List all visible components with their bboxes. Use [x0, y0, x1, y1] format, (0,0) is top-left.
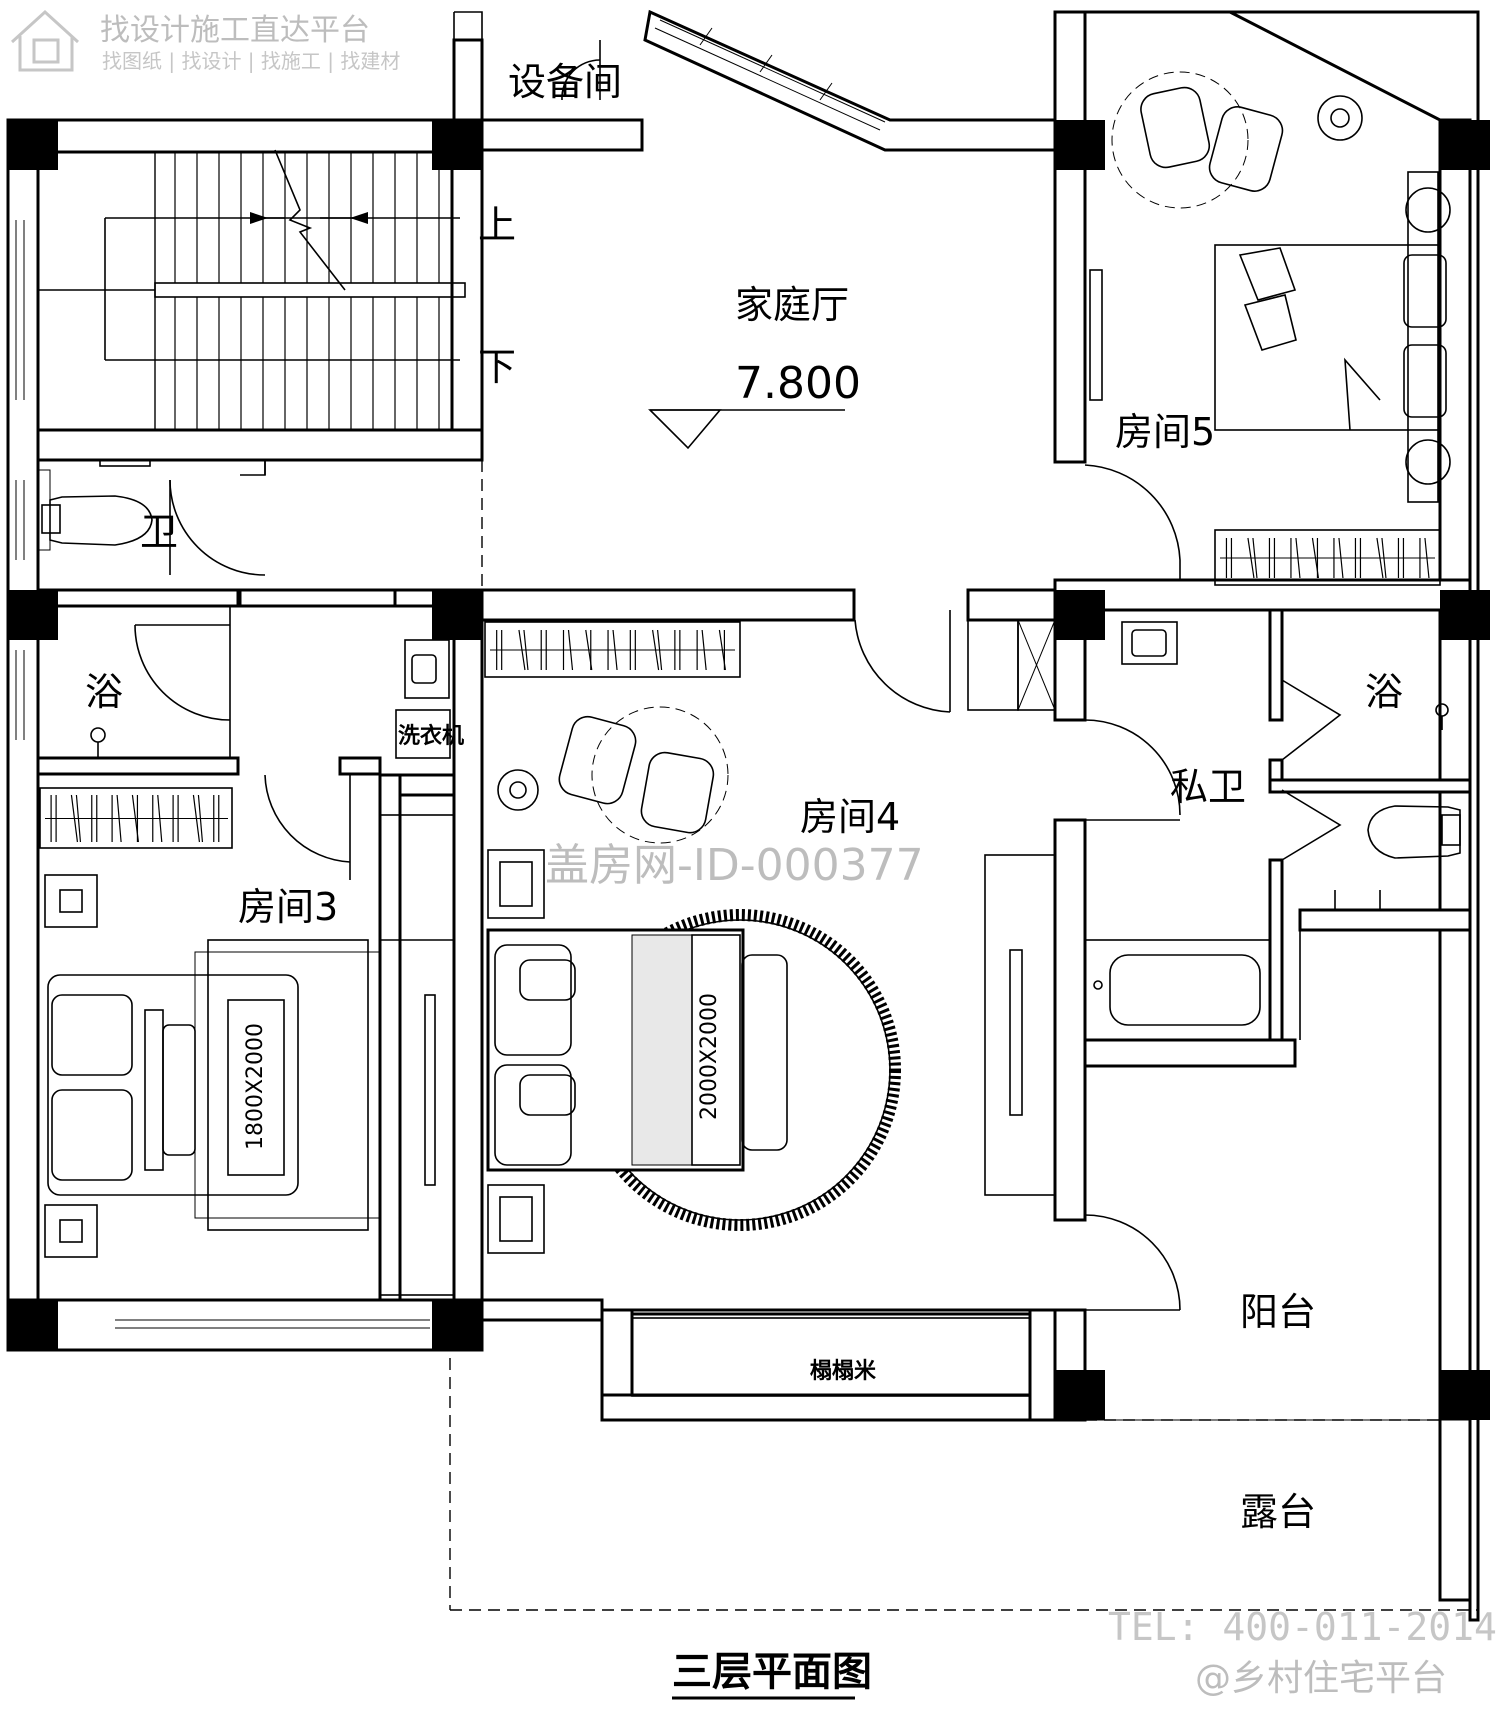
- watermark-tel: TEL: 400-011-2014: [1108, 1605, 1497, 1649]
- room5: 房间5: [1084, 71, 1451, 586]
- label-equipment-room: 设备间: [508, 60, 622, 104]
- laundry-area: 洗衣机: [395, 639, 464, 759]
- equipment-room: 设备间: [452, 38, 622, 122]
- label-room3: 房间3: [238, 885, 338, 929]
- family-hall: 家庭厅 7.800: [481, 283, 861, 590]
- label-terrace: 露台: [1240, 1490, 1316, 1534]
- label-bath-left: 浴: [85, 670, 123, 714]
- outdoor: 阳台 露台: [449, 930, 1478, 1611]
- label-tatami: 榻榻米: [810, 1359, 877, 1384]
- watermark-logo: 找设计施工直达平台 找图纸 | 找设计 | 找施工 | 找建材: [10, 9, 400, 73]
- plan-title: 三层平面图: [672, 1649, 872, 1695]
- staircase: 上 下: [38, 149, 516, 430]
- elevation-value: 7.800: [735, 358, 861, 409]
- label-wc: 卫: [140, 510, 178, 554]
- window-top: [654, 19, 886, 131]
- room3: 1800X2000 房间3: [39, 787, 455, 1296]
- walls: [6, 9, 1480, 1622]
- logo-subtitle: 找图纸 | 找设计 | 找施工 | 找建材: [102, 49, 400, 73]
- left-windows: [15, 220, 430, 1329]
- bath-left: 浴: [85, 606, 231, 758]
- bed-size-room4: 2000X2000: [697, 993, 722, 1120]
- label-balcony: 阳台: [1240, 1290, 1316, 1334]
- watermark-platform: @乡村住宅平台: [1195, 1658, 1447, 1699]
- stair-up-label: 上: [478, 203, 516, 247]
- label-private-wc: 私卫: [1170, 765, 1246, 809]
- label-laundry: 洗衣机: [398, 723, 464, 749]
- tatami: 榻榻米: [631, 1317, 1031, 1397]
- label-family-hall: 家庭厅: [735, 283, 849, 327]
- logo-title: 找设计施工直达平台: [100, 13, 370, 48]
- wc-left: 卫: [37, 459, 266, 576]
- door-room3: [264, 774, 351, 880]
- private-bathroom: 私卫 浴: [1084, 621, 1461, 1041]
- bed-size-room3: 1800X2000: [243, 1023, 268, 1150]
- label-room5: 房间5: [1115, 410, 1215, 454]
- room4: 2000X2000 房间4: [484, 610, 1181, 1311]
- watermark-id: 盖房网-ID-000377: [545, 840, 924, 891]
- stair-down-label: 下: [478, 345, 516, 389]
- label-bath-right: 浴: [1365, 670, 1403, 714]
- label-room4: 房间4: [800, 795, 900, 839]
- columns: [8, 120, 1490, 1420]
